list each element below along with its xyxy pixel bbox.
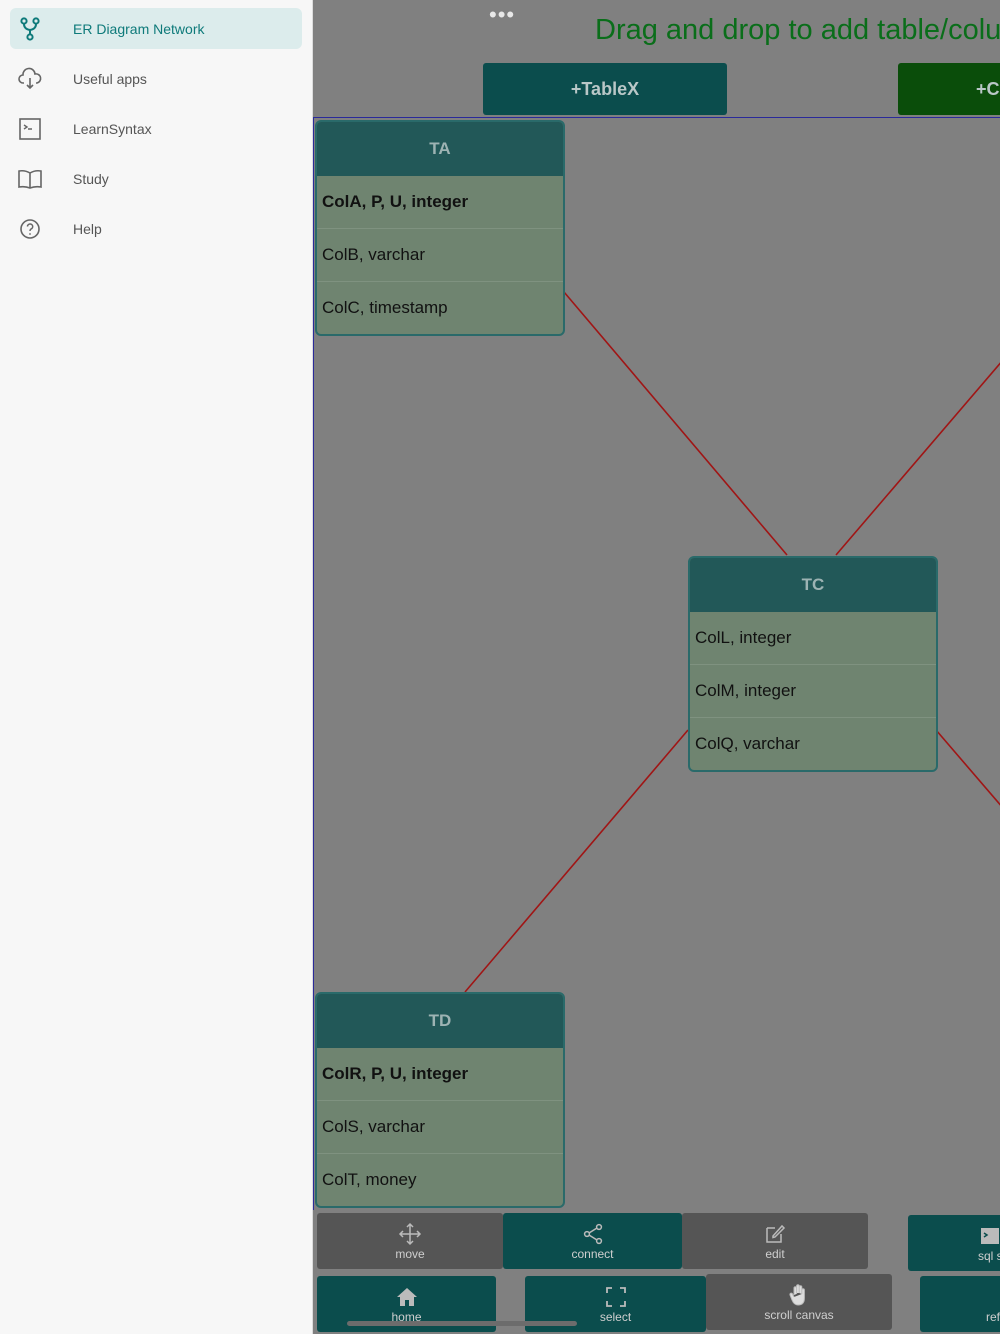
relationship-line-ta-tc[interactable] xyxy=(563,291,788,556)
table-column-row[interactable]: ColL, integer xyxy=(690,612,936,665)
er-canvas-area[interactable]: ••• Drag and drop to add table/colur +Ta… xyxy=(313,0,1000,1334)
table-column-row[interactable]: ColA, P, U, integer xyxy=(317,176,563,229)
sidebar-item-label: Help xyxy=(73,220,102,237)
select-frame-icon xyxy=(604,1284,628,1310)
table-header[interactable]: TC xyxy=(690,558,936,612)
sidebar-item-study[interactable]: Study xyxy=(10,158,302,199)
tool-label: home xyxy=(391,1310,422,1324)
sidebar-item-label: Study xyxy=(73,170,109,187)
relationship-lines xyxy=(464,291,1000,993)
scroll-canvas-tool-button[interactable]: scroll canvas xyxy=(706,1274,892,1330)
more-indicator[interactable]: ••• xyxy=(489,2,516,27)
canvas-border xyxy=(313,117,1000,1210)
sidebar-item-label: Useful apps xyxy=(73,70,147,87)
home-indicator xyxy=(347,1321,577,1326)
tool-label: scroll canvas xyxy=(764,1308,834,1322)
sidebar-item-label: LearnSyntax xyxy=(73,120,152,137)
table-column-row[interactable]: ColM, integer xyxy=(690,665,936,718)
table-column-row[interactable]: ColT, money xyxy=(322,1170,417,1189)
tool-label: edit xyxy=(765,1247,785,1261)
terminal-icon xyxy=(978,1223,1000,1249)
relationship-line-tc-offscreen-top[interactable] xyxy=(835,360,1000,556)
share-nodes-icon xyxy=(581,1221,605,1247)
tool-label: sql si xyxy=(978,1249,1000,1263)
relationship-line-tc-td[interactable] xyxy=(464,729,689,993)
fork-icon xyxy=(10,14,50,44)
tool-label: select xyxy=(599,1310,632,1324)
table-ta[interactable]: TA ColA, P, U, integer ColB, varchar Col… xyxy=(315,120,565,336)
move-tool-button[interactable]: move xyxy=(317,1213,503,1269)
help-circle-icon xyxy=(10,214,50,244)
sql-tool-button[interactable]: sql si xyxy=(908,1215,1000,1271)
table-column-row[interactable]: ColQ, varchar xyxy=(695,734,800,753)
move-arrows-icon xyxy=(398,1221,422,1247)
add-table-button[interactable]: +TableX xyxy=(483,63,727,115)
table-tc[interactable]: TC ColL, integer ColM, integer ColQ, var… xyxy=(688,556,938,772)
relationship-line-tc-offscreen-bottom[interactable] xyxy=(935,729,1000,808)
terminal-icon xyxy=(10,114,50,144)
table-header[interactable]: TD xyxy=(317,994,563,1048)
table-column-row[interactable]: ColB, varchar xyxy=(317,229,563,282)
table-column-row[interactable]: ColS, varchar xyxy=(317,1101,563,1154)
sidebar: ER Diagram Network Useful apps LearnSynt… xyxy=(0,0,313,1334)
add-column-button[interactable]: +C xyxy=(898,63,1000,115)
instruction-banner: Drag and drop to add table/colur xyxy=(595,14,1000,46)
connect-tool-button[interactable]: connect xyxy=(503,1213,682,1269)
book-icon xyxy=(10,164,50,194)
home-icon xyxy=(395,1284,419,1310)
table-column-row[interactable]: ColC, timestamp xyxy=(322,298,448,317)
sidebar-item-er-diagram[interactable]: ER Diagram Network xyxy=(10,8,302,49)
cloud-download-icon xyxy=(10,64,50,94)
sidebar-item-useful-apps[interactable]: Useful apps xyxy=(10,58,302,99)
edit-icon xyxy=(763,1221,787,1247)
table-column-row[interactable]: ColR, P, U, integer xyxy=(317,1048,563,1101)
hand-icon xyxy=(787,1282,811,1308)
tool-label: ref xyxy=(986,1310,1000,1324)
sidebar-item-learnsyntax[interactable]: LearnSyntax xyxy=(10,108,302,149)
table-td[interactable]: TD ColR, P, U, integer ColS, varchar Col… xyxy=(315,992,565,1208)
sidebar-item-help[interactable]: Help xyxy=(10,208,302,249)
tool-label: connect xyxy=(571,1247,614,1261)
table-header[interactable]: TA xyxy=(317,122,563,176)
tool-label: move xyxy=(395,1247,425,1261)
sidebar-item-label: ER Diagram Network xyxy=(73,20,205,37)
ref-tool-button[interactable]: ref xyxy=(920,1276,1000,1332)
edit-tool-button[interactable]: edit xyxy=(682,1213,868,1269)
